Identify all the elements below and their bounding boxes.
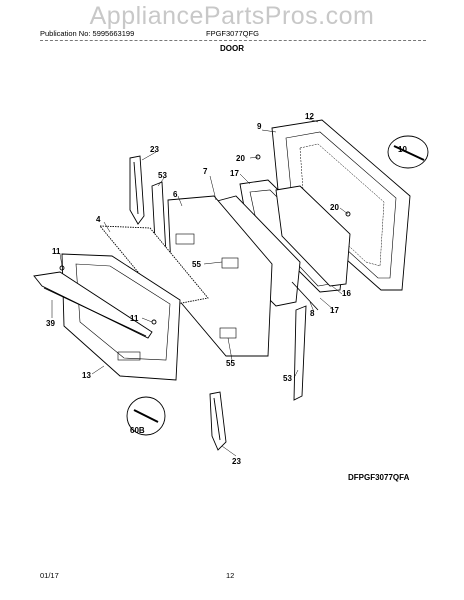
callout-20-right: 20 xyxy=(330,203,339,212)
callout-53-bottom: 53 xyxy=(283,374,292,383)
hinge-23-bottom xyxy=(209,391,227,451)
callout-6: 6 xyxy=(173,190,178,199)
callout-10: 10 xyxy=(398,145,407,154)
callout-13: 13 xyxy=(82,371,91,380)
callout-17-top: 17 xyxy=(230,169,239,178)
side-trim-53-right xyxy=(293,305,307,401)
callout-60b: 60B xyxy=(130,426,145,435)
callout-16: 16 xyxy=(342,289,351,298)
header-rule xyxy=(40,40,426,41)
callout-9: 9 xyxy=(257,122,262,131)
footer-date: 01/17 xyxy=(40,571,59,580)
publication-number: Publication No: 5995663199 xyxy=(40,29,135,38)
screw-60b-icon xyxy=(126,396,166,436)
strip-8 xyxy=(291,281,319,311)
callout-11-center: 11 xyxy=(130,314,139,323)
callout-55-top: 55 xyxy=(192,260,201,269)
callout-12: 12 xyxy=(305,112,314,121)
section-title: DOOR xyxy=(220,44,244,53)
callout-23-bottom: 23 xyxy=(232,457,241,466)
callout-39: 39 xyxy=(46,319,55,328)
hinge-23-top xyxy=(129,155,145,225)
callout-8: 8 xyxy=(310,309,315,318)
callout-4: 4 xyxy=(96,215,101,224)
handle-39 xyxy=(33,271,153,339)
screw-10-icon xyxy=(387,135,429,169)
callout-11-left: 11 xyxy=(52,247,61,256)
callout-23-top: 23 xyxy=(150,145,159,154)
footer-page-number: 12 xyxy=(226,571,235,580)
callout-7: 7 xyxy=(203,167,208,176)
callout-20-top: 20 xyxy=(236,154,245,163)
diagram-code: DFPGF3077QFA xyxy=(348,473,410,482)
model-number: FPGF3077QFG xyxy=(206,29,259,38)
callout-17-bottom: 17 xyxy=(330,306,339,315)
watermark: AppliancePartsPros.com xyxy=(89,2,375,30)
callout-53-top: 53 xyxy=(158,171,167,180)
callout-55-bottom: 55 xyxy=(226,359,235,368)
